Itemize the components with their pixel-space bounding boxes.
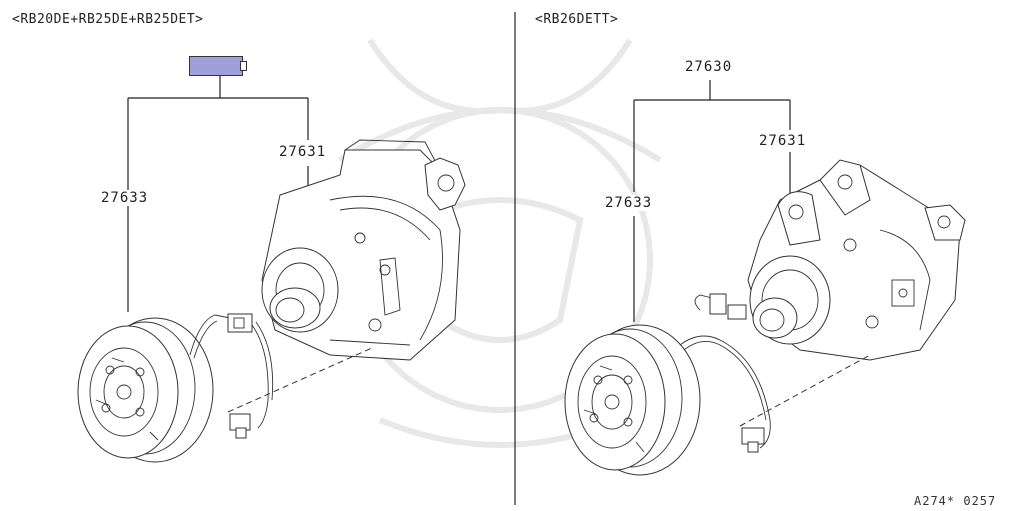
diagram-code: A274* 0257 [914, 494, 997, 508]
right-callout-clutch[interactable]: 27633 [604, 195, 654, 211]
right-variant-label: <RB26DETT> [535, 12, 619, 27]
left-assembly-drawing [77, 76, 466, 463]
right-wire-harness [679, 293, 771, 453]
assembly-part-hotspot[interactable] [189, 56, 243, 76]
left-callout-compressor[interactable]: 27631 [278, 144, 328, 160]
right-callout-assembly[interactable]: 27630 [684, 59, 734, 75]
left-compressor [261, 139, 466, 361]
right-clutch-pulley [564, 324, 701, 476]
left-wire-harness [189, 313, 274, 439]
left-variant-label: <RB20DE+RB25DE+RB25DET> [12, 12, 204, 27]
right-assembly-drawing [564, 80, 966, 476]
assembly-part-hotspot-tab [240, 61, 247, 71]
left-clutch-pulley [77, 317, 214, 463]
right-callout-compressor[interactable]: 27631 [758, 133, 808, 149]
left-alignment-dash [227, 347, 373, 413]
right-alignment-dash [739, 354, 871, 427]
left-callout-clutch[interactable]: 27633 [100, 190, 150, 206]
right-compressor [747, 159, 966, 361]
